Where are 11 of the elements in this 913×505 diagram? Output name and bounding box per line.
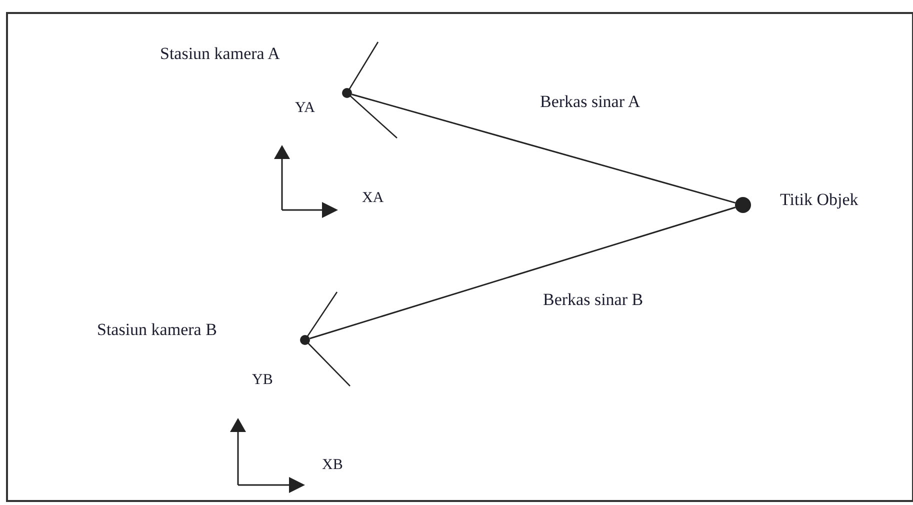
axis-label: Stasiun kamera B	[97, 320, 217, 340]
axis-label: YB	[252, 372, 273, 389]
ray-line	[310, 206, 736, 340]
edge-label: Berkas sinar B	[543, 290, 644, 310]
edge-label: Berkas sinar A	[540, 92, 640, 112]
axis-label: XB	[322, 457, 343, 474]
point-label: Titik Objek	[780, 190, 858, 210]
ray-line	[352, 94, 736, 204]
axis-label: Stasiun kamera A	[160, 44, 280, 64]
axis-label: XA	[362, 190, 384, 207]
axis-label: YA	[295, 100, 316, 117]
